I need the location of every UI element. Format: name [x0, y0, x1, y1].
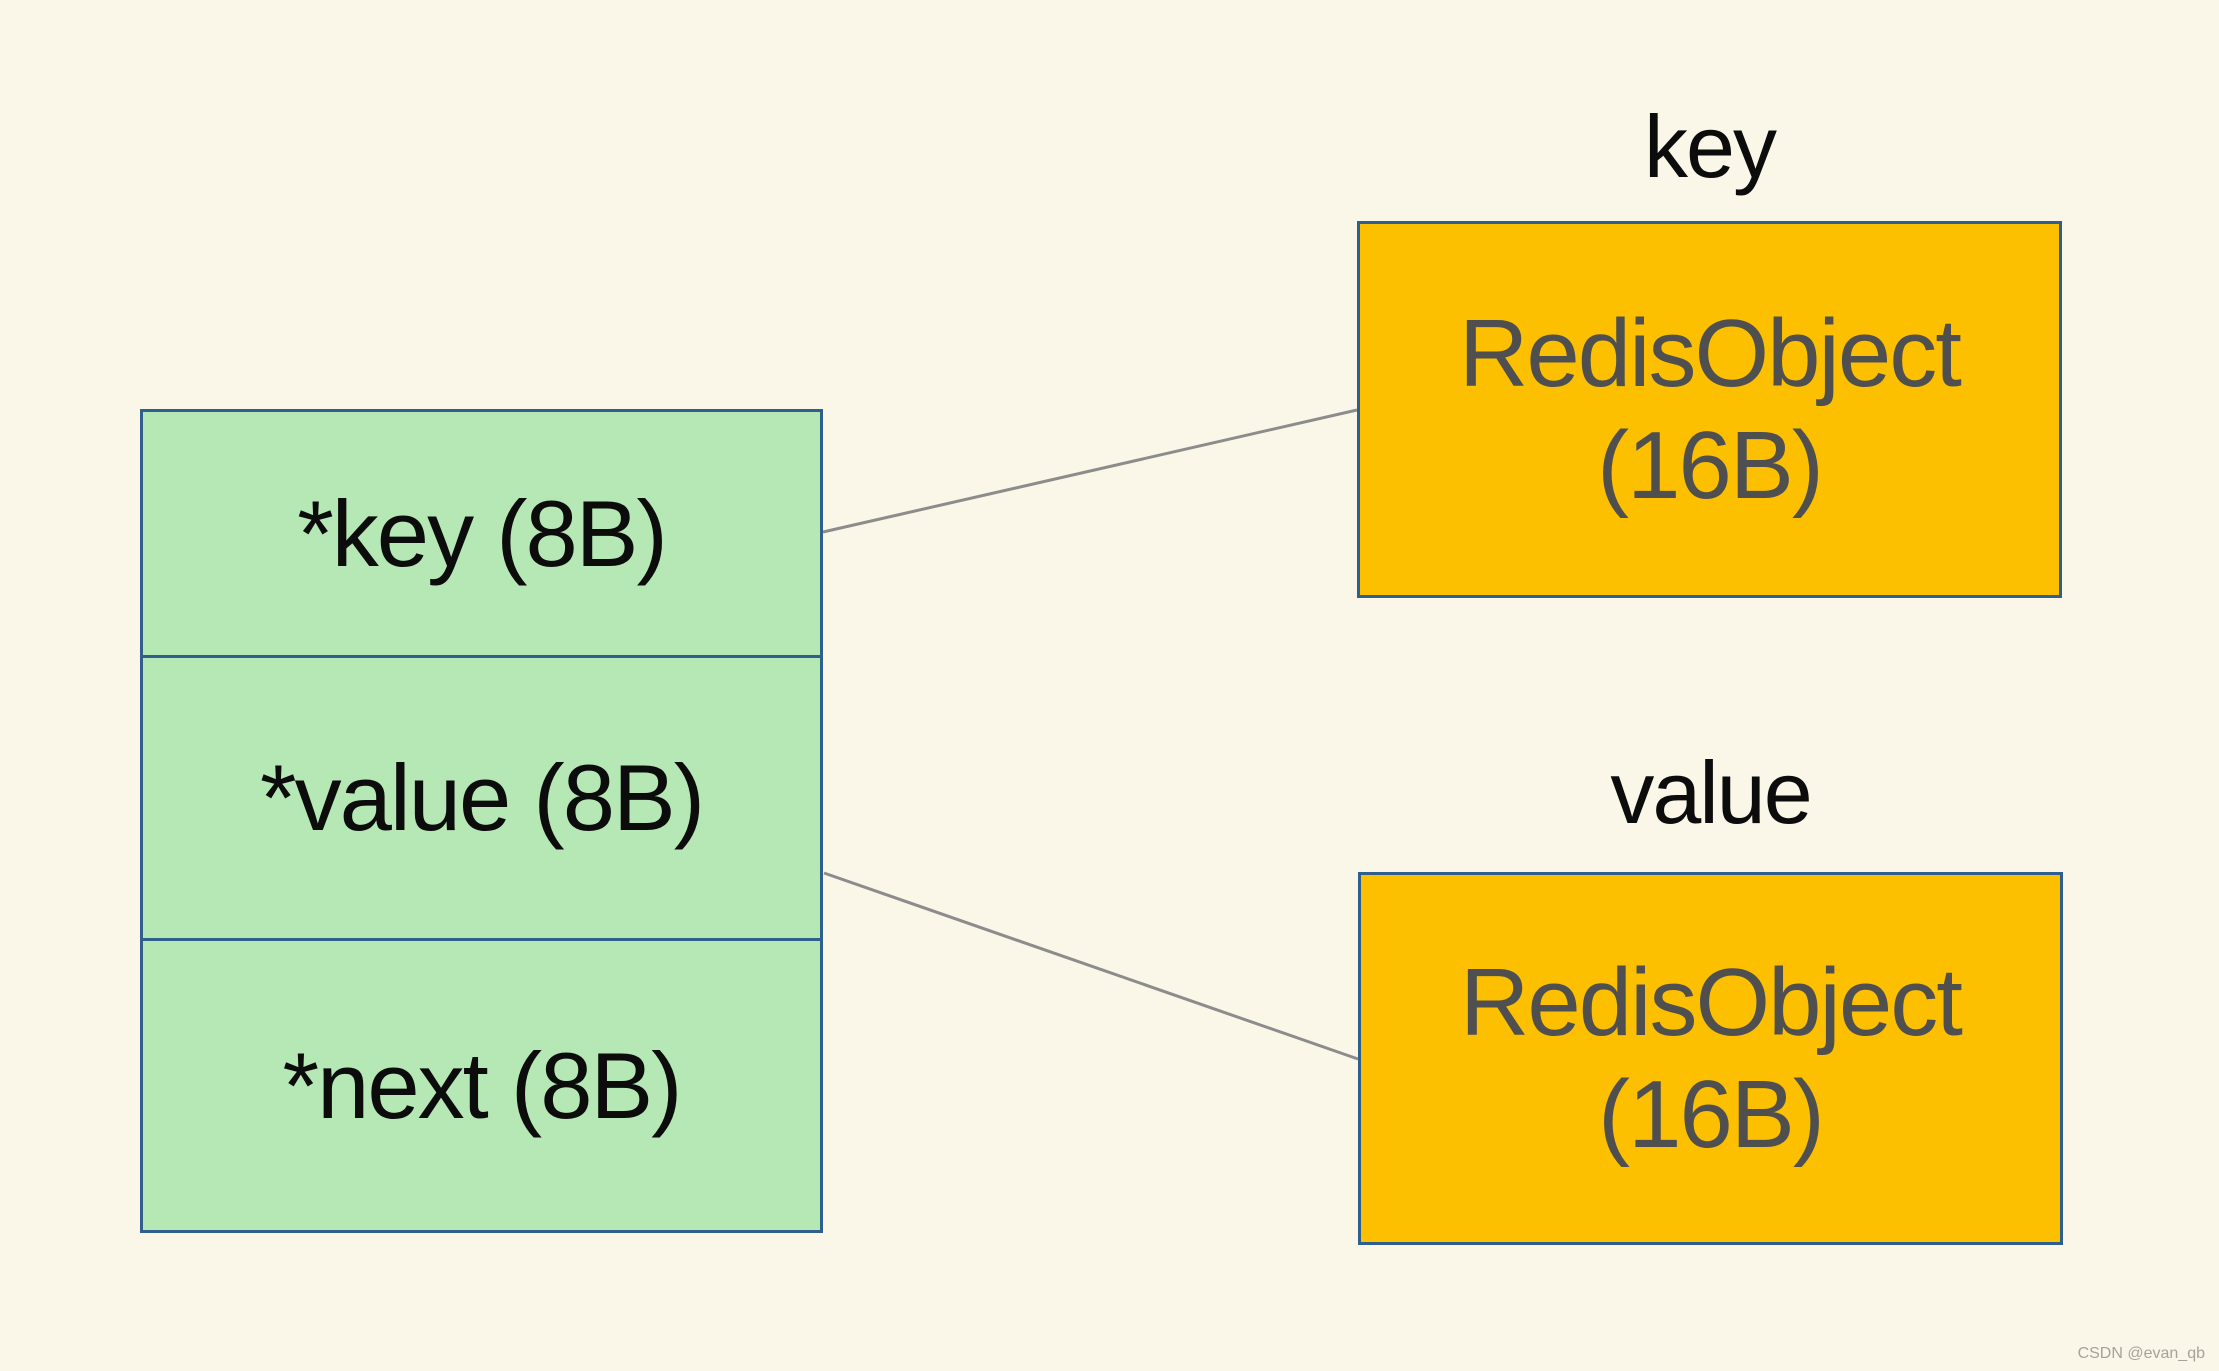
- key-redisobject-line1: RedisObject: [1459, 300, 1962, 408]
- csdn-watermark: CSDN @evan_qb: [2077, 1345, 2205, 1362]
- dictentry-cell-key: *key (8B): [143, 412, 820, 655]
- dictentry-cell-next: *next (8B): [143, 938, 820, 1230]
- value-redisobject-box: RedisObject (16B): [1358, 872, 2063, 1245]
- key-redisobject-line2: (16B): [1597, 411, 1824, 519]
- dictentry-table: *key (8B) *value (8B) *next (8B): [140, 409, 823, 1233]
- value-label: value: [1610, 743, 1812, 842]
- connector-line-key: [822, 408, 1358, 534]
- key-label: key: [1644, 97, 1777, 196]
- connector-line-value: [823, 871, 1359, 1061]
- dictentry-cell-next-label: *next (8B): [282, 1032, 683, 1138]
- dictentry-cell-value-label: *value (8B): [260, 745, 705, 850]
- key-redisobject-box: RedisObject (16B): [1357, 221, 2062, 598]
- value-redisobject-line1: RedisObject: [1460, 949, 1963, 1057]
- value-redisobject-line2: (16B): [1598, 1060, 1825, 1168]
- dictentry-cell-value: *value (8B): [143, 655, 820, 938]
- dictentry-cell-key-label: *key (8B): [297, 480, 668, 586]
